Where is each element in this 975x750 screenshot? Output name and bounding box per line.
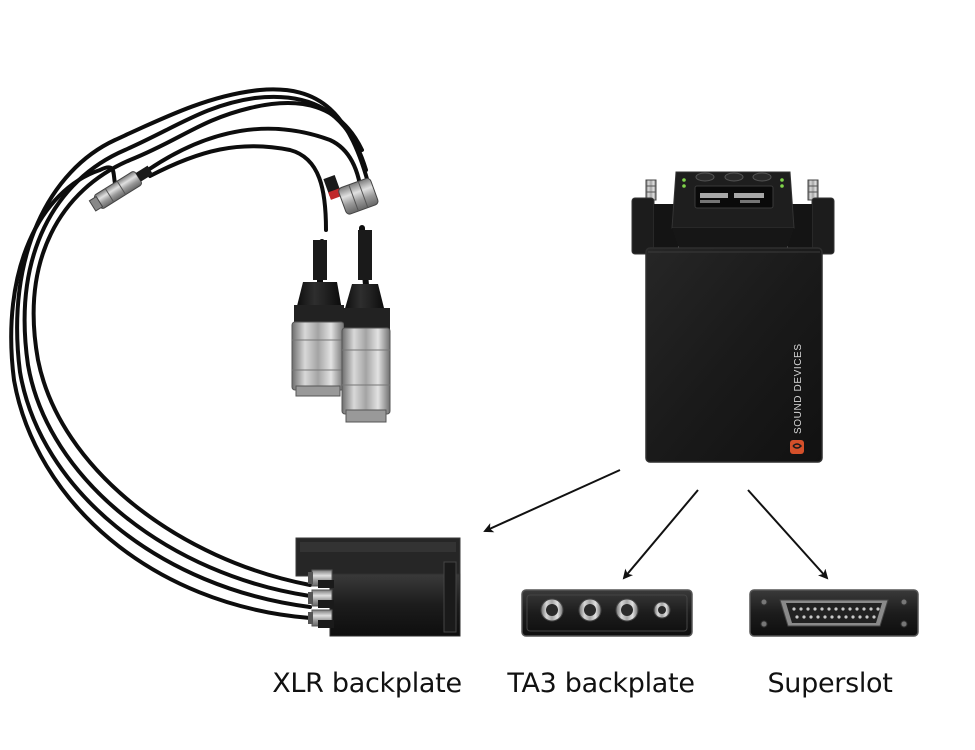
ta3-jacks — [540, 598, 671, 622]
mini-connector-right — [323, 175, 379, 215]
top-knobs — [695, 172, 772, 182]
superslot-screws — [760, 598, 908, 628]
antenna-connector-right — [807, 179, 819, 201]
db25-connector — [779, 599, 889, 627]
display-screen — [694, 185, 774, 209]
arrow-to-ta3 — [622, 489, 699, 580]
brand-logo — [790, 440, 804, 454]
xlr-cable-assembly — [9, 87, 391, 620]
ta3-backplate — [521, 589, 693, 637]
antenna-connector-left — [645, 179, 657, 201]
arrow-to-superslot — [747, 489, 829, 580]
status-leds — [682, 178, 784, 188]
xlr-male-connector-1 — [291, 240, 345, 397]
xlr-backplate-jacks — [308, 569, 334, 628]
superslot-backplate — [749, 589, 919, 637]
cable-bundle — [9, 87, 372, 620]
arrow-to-xlr — [483, 469, 621, 533]
mini-connector-left — [88, 165, 153, 212]
xlr-backplate — [295, 537, 461, 637]
caption-ta3-backplate: TA3 backplate — [507, 668, 695, 699]
caption-superslot: Superslot — [767, 668, 893, 699]
arrows — [483, 469, 829, 580]
brand-text: SOUND DEVICES — [793, 343, 804, 434]
sound-devices-receiver: SOUND DEVICES — [631, 171, 835, 463]
xlr-male-connector-2 — [341, 230, 391, 423]
caption-xlr-backplate: XLR backplate — [272, 668, 462, 699]
